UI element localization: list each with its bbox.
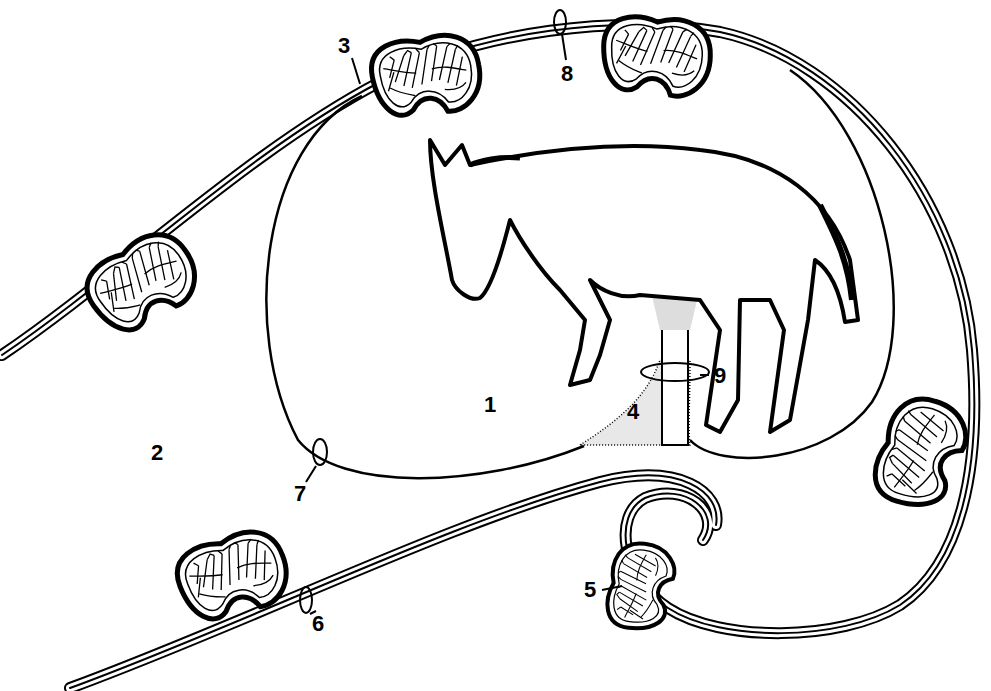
- callout-number: 3: [336, 34, 352, 58]
- callout-number: 5: [582, 578, 598, 602]
- callout-number: 7: [292, 482, 308, 506]
- callout-number: 4: [625, 400, 641, 424]
- callout-number: 2: [149, 441, 165, 465]
- callout-number: 1: [482, 393, 498, 417]
- callout-number: 8: [559, 62, 575, 86]
- callout-number: 9: [712, 364, 728, 388]
- callout-number: 6: [310, 612, 326, 636]
